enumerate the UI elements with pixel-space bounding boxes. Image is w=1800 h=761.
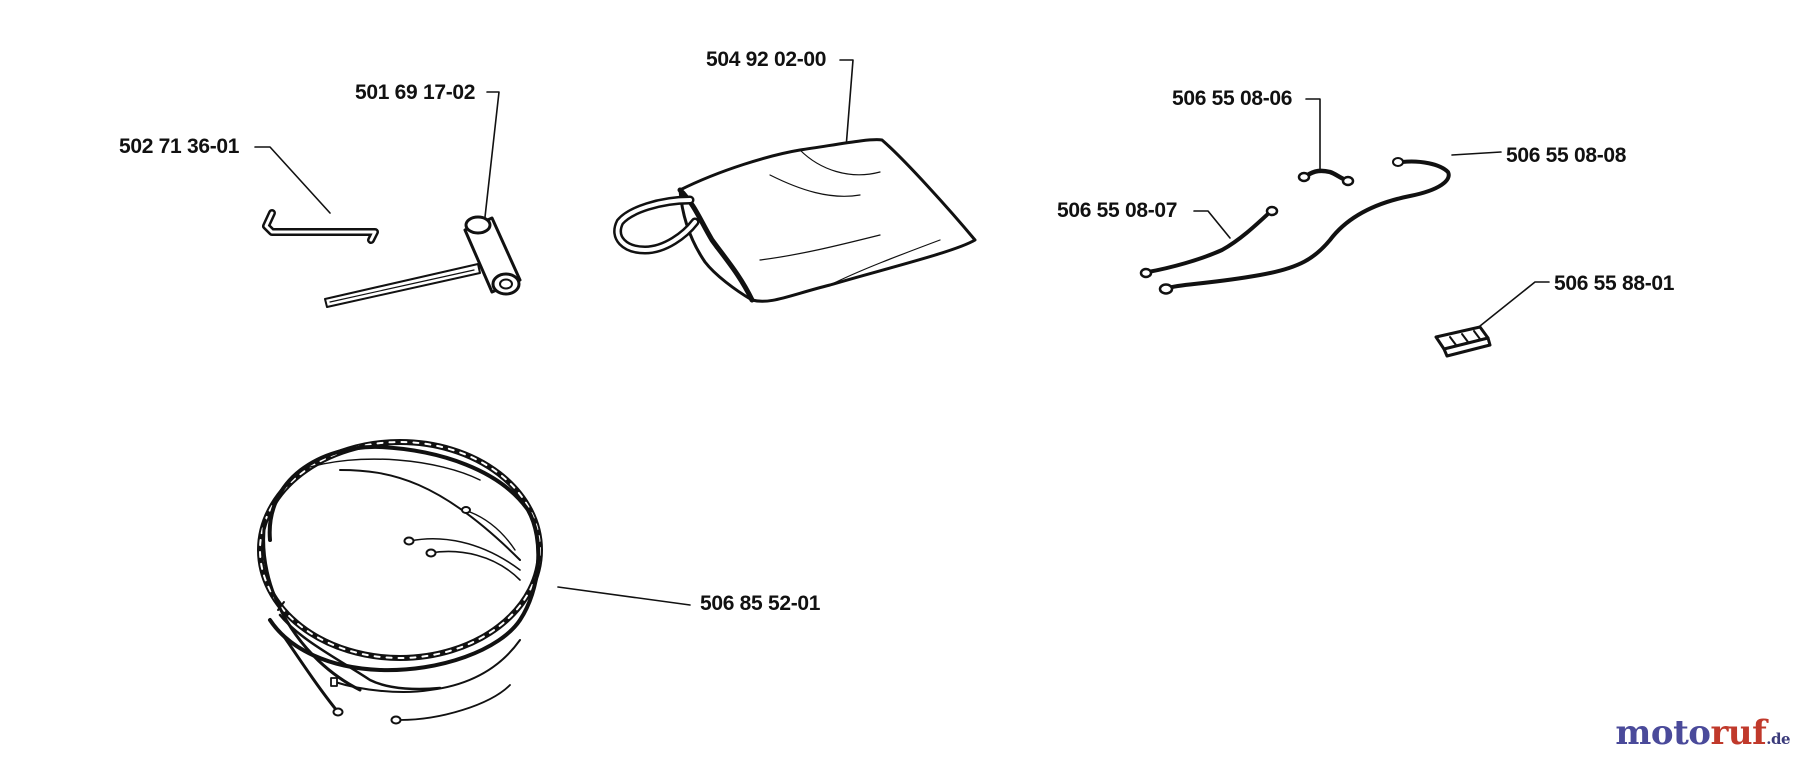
watermark-tld: .de bbox=[1766, 730, 1790, 748]
part-number-label: 504 92 02-00 bbox=[706, 48, 827, 71]
part-number-label: 506 55 88-01 bbox=[1554, 272, 1675, 295]
part-number-label: 502 71 36-01 bbox=[119, 135, 240, 158]
watermark-brand-part2: ruf bbox=[1710, 713, 1767, 753]
leader-line-506-55-88-01 bbox=[1474, 281, 1550, 331]
medium-cable-drawing bbox=[1139, 205, 1279, 279]
cable-harness-drawing bbox=[257, 439, 543, 725]
leader-line-506-55-08-07 bbox=[1193, 210, 1231, 239]
part-number-label: 506 55 08-06 bbox=[1172, 87, 1293, 110]
leader-line-506-55-08-06 bbox=[1305, 98, 1321, 171]
part-number-label: 506 55 08-07 bbox=[1057, 199, 1178, 222]
hex-key-drawing bbox=[262, 209, 379, 244]
leader-lines bbox=[254, 59, 1550, 606]
watermark-logo: motoruf.de bbox=[1615, 713, 1790, 753]
part-number-label: 506 55 08-08 bbox=[1506, 144, 1627, 167]
part-number-label: 501 69 17-02 bbox=[355, 81, 476, 104]
part-number-label: 506 85 52-01 bbox=[700, 592, 821, 615]
leader-line-501-69-17-02 bbox=[483, 91, 500, 227]
leader-line-506-55-08-08 bbox=[1451, 151, 1502, 156]
spanner-drawing bbox=[324, 215, 522, 308]
tool-bag-drawing bbox=[613, 138, 977, 303]
leader-line-502-71-36-01 bbox=[254, 146, 331, 214]
watermark-brand-part1: moto bbox=[1615, 713, 1711, 753]
long-cable-drawing bbox=[1158, 157, 1451, 295]
leader-line-506-85-52-01 bbox=[557, 586, 691, 606]
short-cable-drawing bbox=[1297, 168, 1355, 187]
connector-drawing bbox=[1434, 325, 1492, 358]
leader-line-504-92-02-00 bbox=[839, 59, 854, 149]
